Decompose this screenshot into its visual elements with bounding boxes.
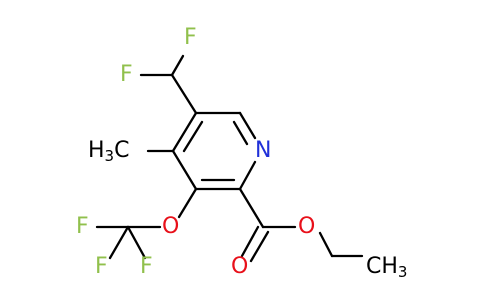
methyl-h: H — [88, 138, 105, 163]
methyl-subscript: 3 — [105, 147, 115, 165]
bond-ring-c4-c5-inner — [182, 120, 204, 153]
bond-c3-o — [177, 187, 198, 219]
atom-fluorine-left: F — [120, 62, 133, 87]
bond-o-ch2 — [318, 231, 334, 258]
bond-c2-carbonyl — [238, 187, 265, 229]
atom-ethyl-methyl: CH3 — [366, 254, 407, 281]
atom-fluorine-top: F — [184, 25, 197, 50]
ethyl-subscript: 3 — [398, 263, 408, 281]
atom-labels: F F N H3C O F F F O O CH3 — [76, 25, 407, 281]
ethyl-ch: CH — [366, 254, 398, 279]
atom-fluorine-cf3-2: F — [95, 254, 108, 279]
bond-carbonyl-o-double-a — [240, 225, 260, 258]
bond-ring-c6-n-inner — [232, 120, 249, 146]
atom-oxygen-carbonyl: O — [231, 254, 248, 279]
bond-cf3-f3 — [126, 225, 147, 260]
atom-methyl-group: H3C — [88, 138, 129, 165]
atom-oxygen-ester: O — [298, 214, 315, 239]
atom-fluorine-cf3-1: F — [76, 214, 89, 239]
bond-ring-c4-c5-double — [171, 111, 198, 153]
bond-chf2-f-top — [170, 54, 185, 77]
bond-lines — [95, 54, 364, 263]
atom-fluorine-cf3-3: F — [140, 254, 153, 279]
bond-carbonyl-o-double-b — [249, 230, 270, 263]
atom-nitrogen-ring: N — [255, 138, 271, 163]
atom-oxygen-ether: O — [162, 214, 179, 239]
bond-ring-n-c2 — [238, 160, 257, 191]
bond-ring-c3-c4 — [171, 149, 198, 191]
bond-cf3-f2 — [108, 225, 130, 260]
methyl-c: C — [114, 138, 129, 163]
bond-ring-c6-n-double — [238, 111, 257, 140]
bond-chf2-ring — [170, 73, 198, 115]
